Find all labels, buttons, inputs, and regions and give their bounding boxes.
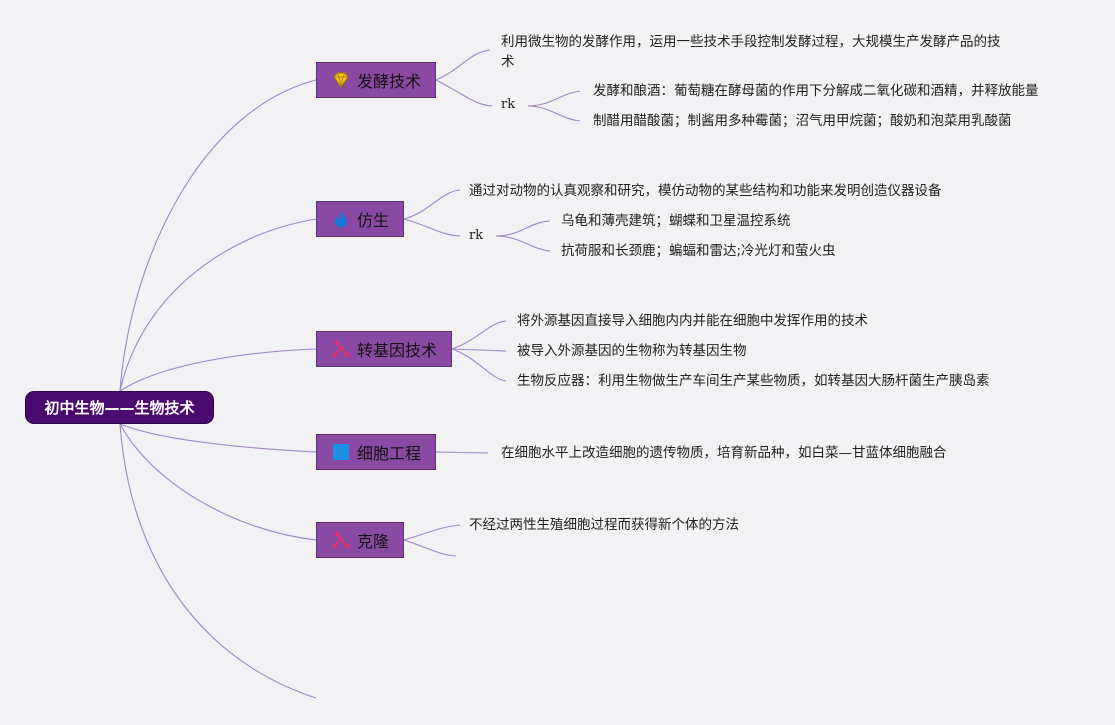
- leaf-text: 乌龟和薄壳建筑；蝴蝶和卫星温控系统: [561, 213, 791, 229]
- leaf-text: 将外源基因直接导入细胞内内并能在细胞中发挥作用的技术: [517, 313, 868, 329]
- leaf-text: 发酵和酿酒：葡萄糖在酵母菌的作用下分解成二氧化碳和酒精，并释放能量: [593, 83, 1039, 99]
- network-icon: [331, 339, 351, 359]
- topic-fermentation[interactable]: 发酵技术: [316, 62, 436, 98]
- topic-label: 细胞工程: [356, 444, 421, 463]
- network-icon: [331, 530, 351, 550]
- leaf-text: 生物反应器：利用生物做生产车间生产某些物质，如转基因大肠杆菌生产胰岛素: [517, 373, 990, 389]
- leaf-text: 抗荷服和长颈鹿；蝙蝠和雷达;冷光灯和萤火虫: [561, 243, 836, 259]
- leaf-text: 利用微生物的发酵作用，运用一些技术手段控制发酵过程，大规模生产发酵产品的技术: [501, 34, 1001, 70]
- flame-icon: [331, 209, 351, 229]
- diamond-icon: [331, 70, 351, 90]
- leaf-text: 在细胞水平上改造细胞的遗传物质，培育新品种，如白菜—甘蓝体细胞融合: [501, 445, 947, 461]
- topic-cell-engineering[interactable]: 细胞工程: [316, 434, 436, 470]
- leaf-text: 不经过两性生殖细胞过程而获得新个体的方法: [469, 517, 739, 533]
- leaf-text: 通过对动物的认真观察和研究，模仿动物的某些结构和功能来发明创造仪器设备: [469, 183, 942, 199]
- topic-label: 发酵技术: [356, 72, 421, 91]
- sub-group-label: rk: [469, 228, 484, 243]
- sub-group-label: rk: [501, 97, 516, 112]
- topic-label: 克隆: [356, 532, 389, 551]
- leaf-text: 被导入外源基因的生物称为转基因生物: [517, 343, 747, 359]
- topic-label: 转基因技术: [356, 341, 437, 360]
- topic-cloning[interactable]: 克隆: [316, 522, 404, 558]
- topic-bionics[interactable]: 仿生: [316, 201, 404, 237]
- square-icon: [331, 442, 351, 462]
- topic-transgenic[interactable]: 转基因技术: [316, 331, 452, 367]
- topic-label: 仿生: [356, 211, 389, 230]
- leaf-text: 制醋用醋酸菌；制酱用多种霉菌；沼气用甲烷菌；酸奶和泡菜用乳酸菌: [593, 113, 1012, 129]
- root-node[interactable]: 初中生物——生物技术: [25, 391, 214, 424]
